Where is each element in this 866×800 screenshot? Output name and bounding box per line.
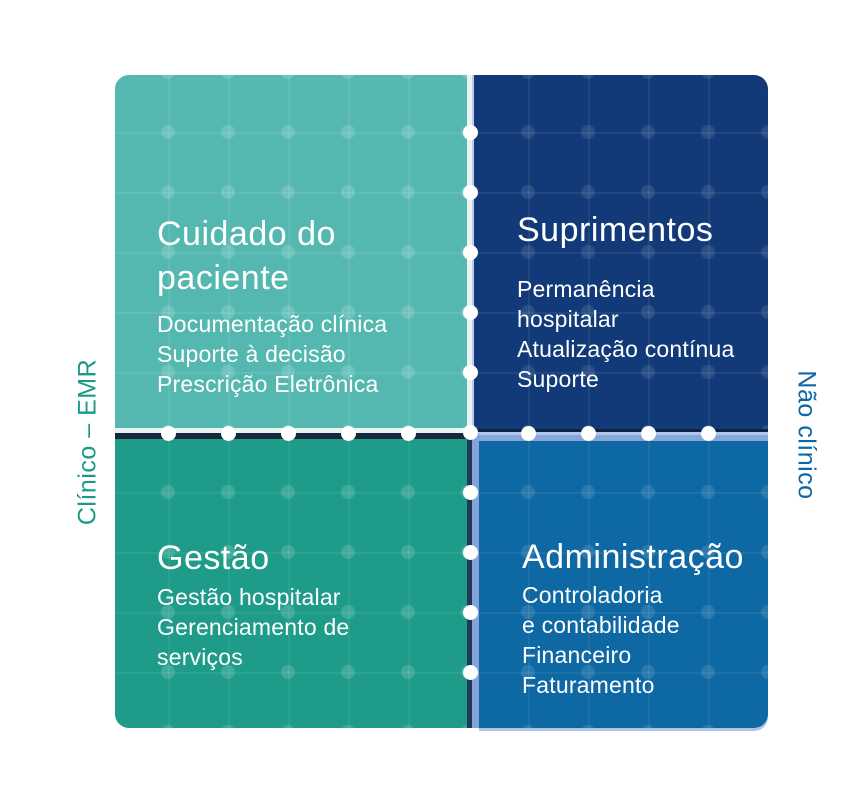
quadrant-title-management: Gestão xyxy=(157,539,270,577)
divider-dot xyxy=(463,424,478,440)
divider-dot xyxy=(580,425,596,441)
divider-horizontal-right xyxy=(467,429,768,441)
divider-dot xyxy=(280,425,296,441)
quadrant-title-supplies: Suprimentos xyxy=(517,211,714,249)
quadrant-administration: Administração Controladoria e contabilid… xyxy=(479,441,768,728)
quadrant-patient-care: Cuidado do paciente Documentação clínica… xyxy=(115,75,467,428)
quadrant-board: Cuidado do paciente Documentação clínica… xyxy=(115,75,768,728)
divider-dot xyxy=(463,244,478,260)
divider-dot xyxy=(463,664,478,680)
divider-dot xyxy=(463,484,478,500)
divider-dot xyxy=(160,425,176,441)
divider-dot xyxy=(463,544,478,560)
quadrant-item: Financeiro xyxy=(522,642,632,668)
divider-dot xyxy=(520,425,536,441)
divider-dot xyxy=(463,604,478,620)
quadrant-title-administration: Administração xyxy=(522,538,744,576)
quadrant-item: Controladoria e contabilidade xyxy=(522,582,680,638)
quadrant-item: Documentação clínica xyxy=(157,311,388,337)
quadrant-item: Prescrição Eletrônica xyxy=(157,371,379,397)
quadrant-item: Suporte xyxy=(517,366,599,392)
divider-dot xyxy=(463,304,478,320)
quadrant-item: Permanência hospitalar xyxy=(517,276,655,332)
quadrant-item: Suporte à decisão xyxy=(157,341,346,367)
quadrant-item: Atualização contínua xyxy=(517,336,735,362)
divider-dot xyxy=(340,425,356,441)
axis-label-clinical-emr: Clínico – EMR xyxy=(73,358,102,526)
divider-dot xyxy=(463,364,478,380)
quadrant-text-block: Administração Controladoria e contabilid… xyxy=(522,535,744,700)
axis-label-non-clinical: Não clínico xyxy=(792,370,821,500)
quadrant-title-patient-care: Cuidado do paciente xyxy=(157,215,336,297)
quadrant-item: Gestão hospitalar xyxy=(157,584,341,610)
divider-vertical-bottom xyxy=(467,433,479,728)
quadrant-text-block: Cuidado do paciente Documentação clínica… xyxy=(157,212,387,399)
divider-dot xyxy=(400,425,416,441)
divider-dot xyxy=(463,124,478,140)
quadrant-item: Gerenciamento de serviços xyxy=(157,614,350,670)
divider-dot xyxy=(640,425,656,441)
divider-dot xyxy=(220,425,236,441)
quadrant-item: Faturamento xyxy=(522,672,655,698)
divider-dot xyxy=(700,425,716,441)
divider-dot xyxy=(463,184,478,200)
